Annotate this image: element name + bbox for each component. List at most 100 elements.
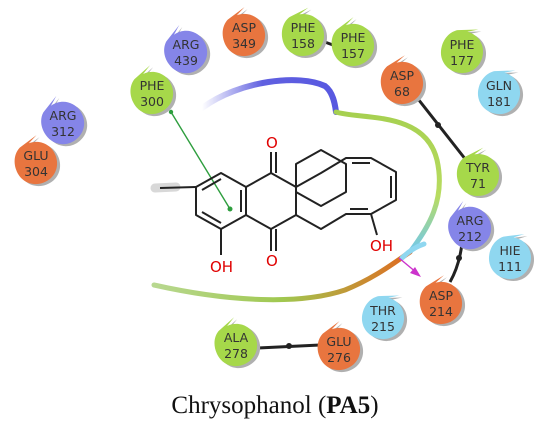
residue-name: ASP	[390, 68, 414, 83]
left-ring-double-2	[201, 211, 222, 224]
backbone-dot-1	[435, 122, 441, 128]
residue-name: ARG	[173, 37, 200, 52]
residue-number: 276	[327, 350, 351, 365]
residue-number: 349	[232, 36, 256, 51]
residue-shape	[14, 135, 58, 185]
residue-shape	[331, 17, 375, 67]
residue-number: 181	[487, 94, 511, 109]
residue-name: GLN	[486, 78, 512, 93]
residue-number: 158	[291, 36, 315, 51]
residue-shape	[130, 65, 174, 115]
middle-ring	[245, 172, 297, 230]
pocket-blue-tip	[399, 241, 427, 261]
pi-pi-stacking-line	[170, 111, 231, 210]
caption-compound-name: Chrysophanol	[171, 392, 312, 419]
left-ring-double-1	[201, 178, 222, 191]
residue-shape	[214, 317, 258, 367]
ligand-detail	[220, 157, 397, 255]
residue-name: PHE	[341, 30, 366, 45]
residue-shape	[361, 295, 405, 340]
residue-name: HIE	[500, 243, 521, 258]
residue-name: ARG	[50, 108, 77, 123]
ligand-structure	[150, 149, 347, 251]
residue-shape	[419, 275, 463, 325]
residue-number: 215	[371, 319, 395, 334]
h-bond-arrowhead	[410, 267, 421, 277]
residue-number: 68	[394, 84, 410, 99]
caption-compound-code: PA5	[326, 392, 371, 419]
pocket-top-segment	[199, 77, 339, 115]
hydroxyl-left: OH	[210, 258, 233, 276]
residue-name: PHE	[291, 20, 316, 35]
pocket-right-segment	[333, 109, 442, 255]
residue-shape	[477, 70, 521, 115]
pi-pi-end-dot	[227, 206, 233, 212]
residue-name: PHE	[140, 78, 165, 93]
left-ring	[195, 172, 247, 230]
residue-shape	[440, 29, 484, 74]
residue-name: GLU	[23, 148, 48, 163]
methyl-bond	[159, 186, 197, 189]
residue-shape	[488, 234, 532, 280]
caption-close-paren: )	[370, 392, 379, 419]
residue-shape	[164, 24, 208, 74]
residue-name: ALA	[224, 330, 249, 345]
residue-number: 278	[224, 346, 248, 361]
pocket-bottom-segment	[151, 249, 413, 303]
hydroxyl-right: OH	[370, 237, 393, 255]
residue-shape	[41, 95, 85, 145]
residue-number: 439	[174, 53, 198, 68]
residue-name: PHE	[450, 37, 475, 52]
right-ring	[295, 149, 347, 207]
caption-open-paren: (	[317, 392, 327, 419]
residue-name: ARG	[457, 213, 484, 228]
residue-name: GLU	[326, 334, 351, 349]
ring-c-outline	[295, 157, 397, 230]
residue-number: 177	[450, 53, 474, 68]
residue-name: TYR	[465, 160, 490, 175]
residue-number: 304	[24, 164, 48, 179]
residue-name: ASP	[232, 20, 256, 35]
residue-number: 71	[470, 176, 486, 191]
figure-caption: Chrysophanol (PA5)	[0, 392, 550, 420]
ketone-oxygen-top: O	[266, 134, 278, 152]
residue-name: ASP	[429, 288, 453, 303]
pocket-outline	[151, 77, 442, 303]
residue-number: 312	[51, 124, 75, 139]
residue-shape	[456, 147, 500, 197]
residue-number: 300	[140, 94, 164, 109]
residue-name: THR	[369, 303, 396, 318]
residue-shape	[448, 200, 492, 250]
residue-number: 111	[498, 259, 522, 274]
residue-number: 157	[341, 46, 365, 61]
residue-number: 212	[458, 229, 482, 244]
oh-right-bond	[370, 213, 378, 236]
backbone-dot-3	[286, 343, 292, 349]
residue-shape	[281, 7, 325, 57]
residue-shape	[317, 321, 361, 371]
ketone-oxygen-bottom: O	[266, 252, 278, 270]
residue-shape	[380, 55, 424, 105]
residue-shape	[222, 7, 266, 57]
residue-number: 214	[429, 304, 453, 319]
pi-pi-start-dot	[168, 109, 174, 115]
